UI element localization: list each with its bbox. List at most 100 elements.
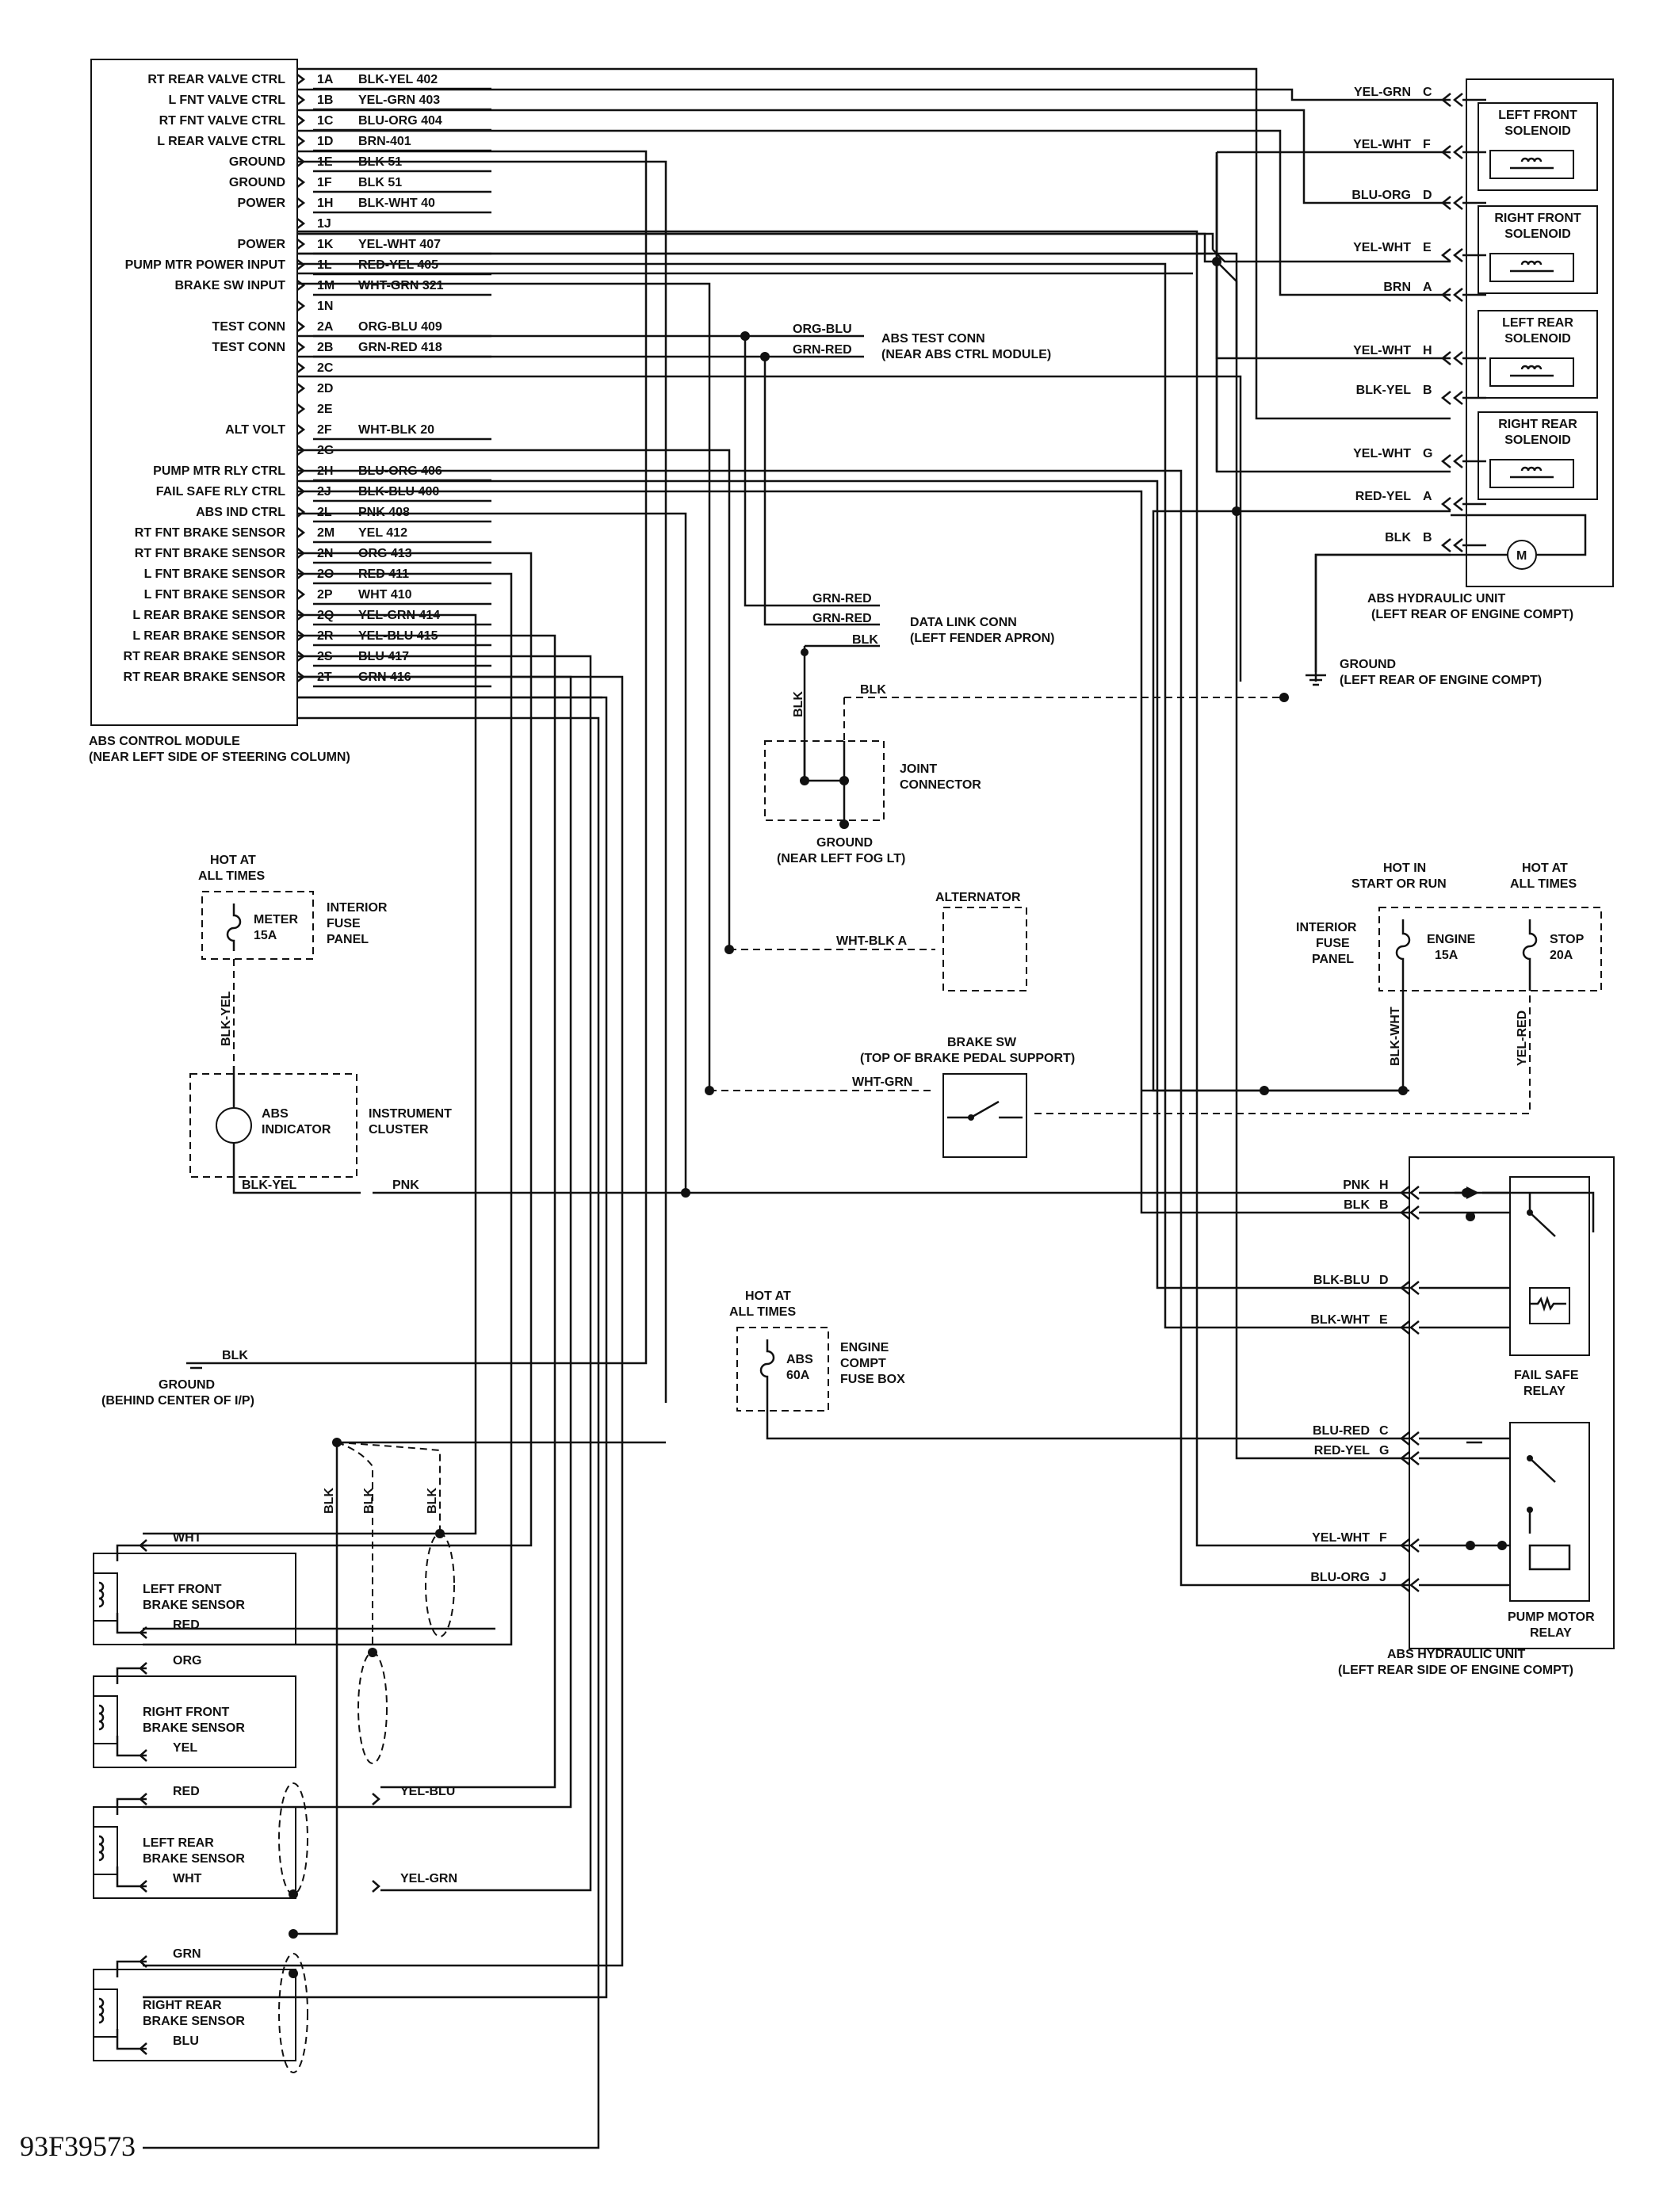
joint-ground-location: (NEAR LEFT FOG LT) [777, 852, 905, 865]
sensor-bottom-lead [116, 2029, 147, 2055]
solenoid-label-2: SOLENOID [1504, 124, 1571, 138]
ground-ip-blk-1: BLK [323, 1488, 336, 1514]
sensor-coil-icon [98, 1704, 105, 1731]
hyd-lower-chevron [1399, 1186, 1420, 1200]
pin-id: 2P [317, 588, 333, 602]
pump-motor-relay-box [1509, 1422, 1590, 1602]
joint-wire-right: BLK [860, 683, 886, 697]
abs-box-1: ENGINE [840, 1341, 889, 1354]
hyd-upper-term: D [1423, 189, 1432, 202]
brake-sw-name: BRAKE SW [947, 1036, 1017, 1049]
pin-function: BRAKE SW INPUT [174, 279, 285, 292]
brake-switch-box [942, 1073, 1027, 1158]
pin-id: 1N [317, 300, 333, 313]
test-conn-location: (NEAR ABS CTRL MODULE) [881, 348, 1051, 361]
hyd-lower-wire: BLK-WHT [1310, 1313, 1370, 1327]
sensor-bottom-lead [116, 1866, 147, 1893]
pin-id: 1H [317, 197, 333, 210]
alternator-name: ALTERNATOR [935, 891, 1021, 904]
pin-chevron [296, 362, 306, 373]
hyd-lower-wire: RED-YEL [1314, 1444, 1370, 1457]
joint-name-2: CONNECTOR [900, 778, 981, 792]
stop-fuse-1: STOP [1550, 933, 1585, 946]
pin-chevron [296, 74, 306, 85]
ground-engine-location: (LEFT REAR OF ENGINE COMPT) [1340, 674, 1542, 687]
fail-safe-relay-box [1509, 1176, 1590, 1356]
cluster-name-2: CLUSTER [369, 1123, 429, 1137]
pin-chevron [296, 218, 306, 229]
pin-chevron [296, 403, 306, 415]
pin-id: 1C [317, 114, 334, 128]
right-wire-right: YEL-RED [1516, 1010, 1529, 1066]
pin-chevron [296, 280, 306, 291]
sensor-label-2: BRAKE SENSOR [143, 1852, 245, 1866]
pin-id: 2F [317, 423, 332, 437]
alternator-box [942, 907, 1027, 991]
pin-chevron [296, 197, 306, 208]
hyd-lower-term: E [1379, 1313, 1388, 1327]
pin-function: TEST CONN [212, 341, 285, 354]
hyd-upper-term: A [1423, 490, 1432, 503]
hyd-lower-wire: YEL-WHT [1312, 1531, 1370, 1545]
solenoid-label-1: LEFT REAR [1502, 316, 1573, 330]
hyd-upper-wire: BLK-YEL [1356, 384, 1412, 397]
abs-fuse-2: 60A [786, 1369, 810, 1382]
right-panel-2: FUSE [1316, 937, 1350, 950]
solenoid-label-2: SOLENOID [1504, 434, 1571, 447]
cluster-name-1: INSTRUMENT [369, 1107, 452, 1121]
pin-function: POWER [238, 238, 286, 251]
sensor-top-wire: ORG [173, 1654, 201, 1668]
pin-wire-label: GRN-RED 418 [358, 341, 442, 354]
hyd-lower-term: G [1379, 1444, 1389, 1457]
pin-function: PUMP MTR POWER INPUT [125, 258, 286, 272]
sensor-coil [93, 1695, 118, 1744]
ground-ip-blk-3: BLK [426, 1488, 439, 1514]
pin-id: 2L [317, 506, 332, 519]
data-link-name: DATA LINK CONN [910, 616, 1017, 629]
pin-wire-label: PNK 408 [358, 506, 410, 519]
hyd-lower-wire: BLK [1344, 1198, 1370, 1212]
ground-ip-blk-2: BLK [362, 1488, 376, 1514]
pin-chevron [296, 300, 306, 311]
hydraulic-lower-location: (LEFT REAR SIDE OF ENGINE COMPT) [1338, 1664, 1573, 1677]
right-panel-3: PANEL [1312, 953, 1354, 966]
pin-function: ABS IND CTRL [196, 506, 285, 519]
pin-wire-label: BLK 51 [358, 176, 402, 189]
ground-ip-location: (BEHIND CENTER OF I/P) [101, 1394, 254, 1408]
hyd-lower-wire: PNK [1343, 1179, 1370, 1192]
pin-function: L REAR BRAKE SENSOR [132, 629, 285, 643]
meter-fuse-1: METER [254, 913, 298, 926]
pin-chevron [296, 506, 306, 518]
pin-function: ALT VOLT [225, 423, 285, 437]
pin-wire-label: BRN-401 [358, 135, 411, 148]
pin-function: L FNT VALVE CTRL [168, 94, 285, 107]
pin-id: 1A [317, 73, 334, 86]
pin-function: RT FNT BRAKE SENSOR [135, 526, 286, 540]
solenoid-box [1478, 205, 1598, 294]
meter-wire: BLK-YEL [220, 991, 233, 1046]
right-hot-right-1: HOT AT [1522, 861, 1568, 875]
coil-symbol [1489, 459, 1574, 488]
hyd-upper-wire: YEL-GRN [1354, 86, 1411, 99]
indicator-1: ABS [262, 1107, 289, 1121]
coil-icon [1510, 466, 1554, 479]
right-hot-left-2: START OR RUN [1351, 877, 1447, 891]
indicator-2: INDICATOR [262, 1123, 331, 1137]
pin-function: RT REAR VALVE CTRL [147, 73, 285, 86]
pin-wire-label: BLK-YEL 402 [358, 73, 438, 86]
test-conn-wire-1: ORG-BLU [793, 323, 852, 336]
meter-panel-1: INTERIOR [327, 901, 388, 915]
sensor-bottom-lead [116, 1613, 147, 1639]
pin-function: RT REAR BRAKE SENSOR [124, 650, 286, 663]
data-link-wire-1: GRN-RED [812, 592, 872, 606]
pin-function: L FNT BRAKE SENSOR [144, 567, 286, 581]
pin-function: L FNT BRAKE SENSOR [144, 588, 286, 602]
relay1-1: FAIL SAFE [1514, 1369, 1579, 1382]
pin-wire-label: WHT-BLK 20 [358, 423, 434, 437]
sensor-label-1: LEFT REAR [143, 1836, 214, 1850]
sensor-bottom-wire: YEL [173, 1741, 197, 1755]
pin-function: PUMP MTR RLY CTRL [153, 464, 285, 478]
sensor-coil [93, 1572, 118, 1622]
hyd-upper-chevron [1440, 454, 1463, 468]
